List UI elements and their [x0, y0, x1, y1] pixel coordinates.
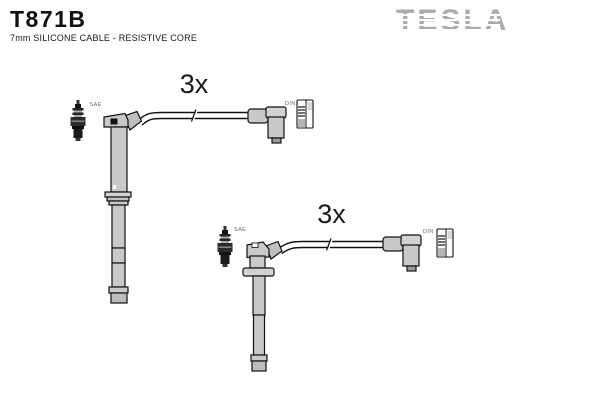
cable-kit-diagram-1: 3x SAE: [70, 69, 314, 304]
logo-stripe: [396, 19, 500, 21]
ignition-cable: [277, 238, 384, 255]
distributor-boot: [247, 106, 287, 144]
ignition-cable: [137, 109, 249, 126]
quantity-label: 3x: [317, 199, 346, 229]
din-label: DIN: [423, 229, 434, 235]
logo-stripe: [396, 24, 500, 26]
cable-break-mark: [190, 109, 197, 122]
din-label: DIN: [285, 101, 296, 107]
tesla-logo: TESLA: [396, 6, 506, 36]
part-number: T871B: [10, 6, 87, 32]
spark-plug-icon: [217, 226, 233, 267]
logo-stripe: [396, 14, 500, 16]
cable-break-mark: [192, 109, 199, 122]
cable-kit-diagram-2: 3x SAE: [217, 199, 454, 372]
logo-stripe: [396, 29, 500, 31]
product-description: 7mm SILICONE CABLE - RESISTIVE CORE: [10, 33, 198, 43]
sae-label: SAE: [234, 227, 246, 233]
spark-plug-boot: [103, 110, 143, 304]
cable-break-mark: [325, 238, 332, 251]
distributor-boot: [382, 234, 422, 272]
cable-break-mark: [327, 238, 334, 251]
din-terminal-icon: [436, 228, 454, 258]
spark-plug-icon: [70, 100, 86, 141]
din-terminal-icon: [296, 99, 314, 129]
sae-label: SAE: [90, 102, 102, 108]
spark-plug-boot: [242, 240, 283, 372]
quantity-label: 3x: [180, 69, 209, 99]
